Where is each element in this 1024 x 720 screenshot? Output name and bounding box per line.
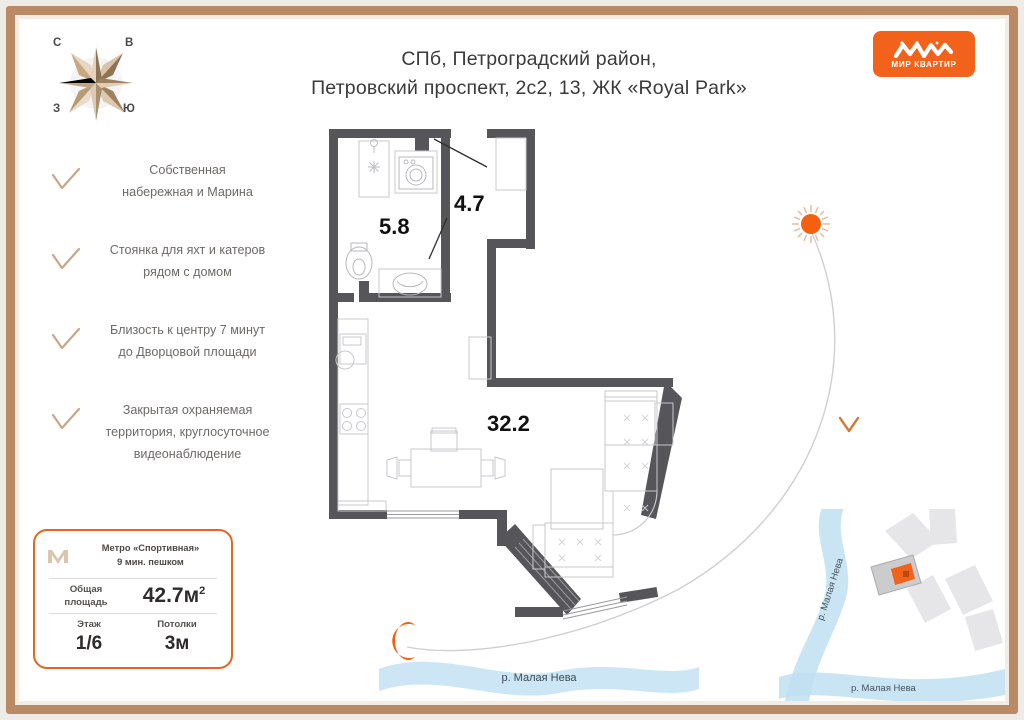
- river-shape: [379, 661, 699, 696]
- feature-text: Близость к центру 7 минут до Дворцовой п…: [82, 319, 297, 363]
- compass-rose: С В З Ю: [41, 31, 159, 129]
- ceiling-value: 3м: [164, 633, 190, 654]
- metro-row: Метро «Спортивная» 9 мин. пешком: [35, 531, 231, 574]
- floor-ceiling-row: Этаж 1/6 Потолки 3м: [35, 618, 231, 655]
- check-icon: [51, 407, 81, 430]
- coffee-table-icon: [550, 468, 604, 530]
- compass-label-east: В: [125, 37, 134, 49]
- check-icon: [51, 327, 81, 350]
- floor-cell: Этаж 1/6: [45, 618, 133, 655]
- sun-trajectory-arc: [406, 230, 836, 652]
- floor-label: Этаж: [77, 619, 101, 630]
- bottom-river-svg: р. Малая Нева: [379, 661, 699, 696]
- sun-path-svg: [392, 205, 860, 660]
- logo-text: МИР КВАРТИР: [891, 59, 957, 69]
- bathtub-icon: [392, 272, 428, 296]
- feature-list: Собственная набережная и Марина Стоянка …: [37, 159, 297, 501]
- feature-text: Собственная набережная и Марина: [82, 159, 297, 203]
- area-number: 42.7м: [142, 584, 200, 607]
- feature-line: Закрытая охраняемая: [122, 403, 253, 417]
- furniture: [386, 390, 674, 578]
- feature-line: Близость к центру 7 минут: [110, 323, 265, 337]
- map-buildings: [885, 509, 1003, 651]
- floor-plan-svg: 5.8 4.7 32.2: [329, 129, 682, 620]
- ceiling-label: Потолки: [157, 619, 197, 630]
- bottom-river-band: р. Малая Нева: [379, 649, 699, 701]
- dining-table-icon: [386, 427, 506, 488]
- shower-icon: [368, 139, 380, 173]
- sun-icon: [792, 205, 830, 243]
- logo-mark-icon: [893, 40, 954, 58]
- feature-line: территория, круглосуточное: [105, 425, 270, 439]
- feature-line: Стоянка для яхт и катеров: [109, 243, 266, 257]
- metro-station-name: Метро «Спортивная»: [101, 543, 200, 553]
- location-mini-map[interactable]: р. Малая Нева р. Малая Нева: [779, 505, 1005, 701]
- ceiling-cell: Потолки 3м: [133, 618, 221, 655]
- compass-label-north: С: [53, 37, 62, 49]
- feature-item: Стоянка для яхт и катеров рядом с домом: [37, 239, 297, 283]
- area-label-line: площадь: [64, 597, 108, 608]
- river-shape: [785, 505, 849, 701]
- map-river-label-bottom: р. Малая Нева: [851, 683, 917, 694]
- feature-line: до Дворцовой площади: [118, 345, 257, 359]
- leader-line: [433, 138, 488, 168]
- room-area-living: 32.2: [487, 411, 530, 436]
- card-divider: [49, 613, 217, 614]
- title-line-2: Петровский проспект, 2с2, 13, ЖК «Royal …: [311, 77, 747, 99]
- plan-fixtures-outlines: [335, 137, 527, 512]
- chevron-down-marker: [838, 416, 860, 433]
- sofa-icon: [532, 390, 674, 578]
- area-row: Общая площадь 42.7м2: [35, 583, 231, 609]
- poster-content: СПб, Петроградский район, Петровский про…: [19, 19, 1005, 701]
- property-info-card: Метро «Спортивная» 9 мин. пешком Общая п…: [33, 529, 233, 669]
- washing-machine-icon: [398, 156, 434, 190]
- title-line-1: СПб, Петроградский район,: [401, 48, 657, 70]
- feature-item: Закрытая охраняемая территория, круглосу…: [37, 399, 297, 465]
- feature-item: Близость к центру 7 минут до Дворцовой п…: [37, 319, 297, 363]
- room-area-labels: 5.8 4.7 32.2: [379, 138, 530, 436]
- feature-line: Собственная: [149, 163, 226, 177]
- metro-icon: [48, 550, 68, 564]
- sun-path-layer: [349, 169, 869, 669]
- room-area-bathroom: 4.7: [454, 191, 485, 216]
- feature-line: рядом с домом: [143, 265, 232, 279]
- check-icon: [51, 167, 81, 190]
- feature-line: видеонаблюдение: [133, 447, 242, 461]
- river-label-main: р. Малая Нева: [501, 672, 577, 684]
- feature-text: Закрытая охраняемая территория, круглосу…: [82, 399, 297, 465]
- page-title: СПб, Петроградский район, Петровский про…: [249, 45, 809, 103]
- highlighted-building: [870, 554, 922, 596]
- feature-item: Собственная набережная и Марина: [37, 159, 297, 203]
- floor-value: 1/6: [75, 633, 103, 654]
- metro-text: Метро «Спортивная» 9 мин. пешком: [78, 541, 223, 569]
- feature-text: Стоянка для яхт и катеров рядом с домом: [82, 239, 297, 283]
- feature-line: набережная и Марина: [122, 185, 253, 199]
- area-label: Общая площадь: [45, 583, 127, 609]
- compass-icon: [59, 47, 133, 121]
- leader-line: [428, 217, 448, 260]
- mini-map-svg: р. Малая Нева р. Малая Нева: [779, 505, 1005, 701]
- card-divider: [49, 578, 217, 579]
- brand-logo[interactable]: МИР КВАРТИР: [873, 31, 975, 77]
- area-unit-exponent: 2: [199, 585, 206, 597]
- river-shape: [779, 669, 1005, 701]
- toilet-icon: [345, 242, 373, 280]
- area-value: 42.7м2: [127, 584, 221, 608]
- metro-walk-time: 9 мин. пешком: [117, 557, 184, 567]
- compass-label-west: З: [53, 103, 61, 115]
- check-icon: [51, 247, 81, 270]
- plan-windows: [387, 510, 628, 620]
- floor-plan: 5.8 4.7 32.2: [319, 119, 719, 659]
- area-label-line: Общая: [69, 584, 103, 595]
- room-area-hallway: 5.8: [379, 214, 410, 239]
- plan-walls: [329, 129, 682, 617]
- compass-label-south: Ю: [123, 103, 135, 115]
